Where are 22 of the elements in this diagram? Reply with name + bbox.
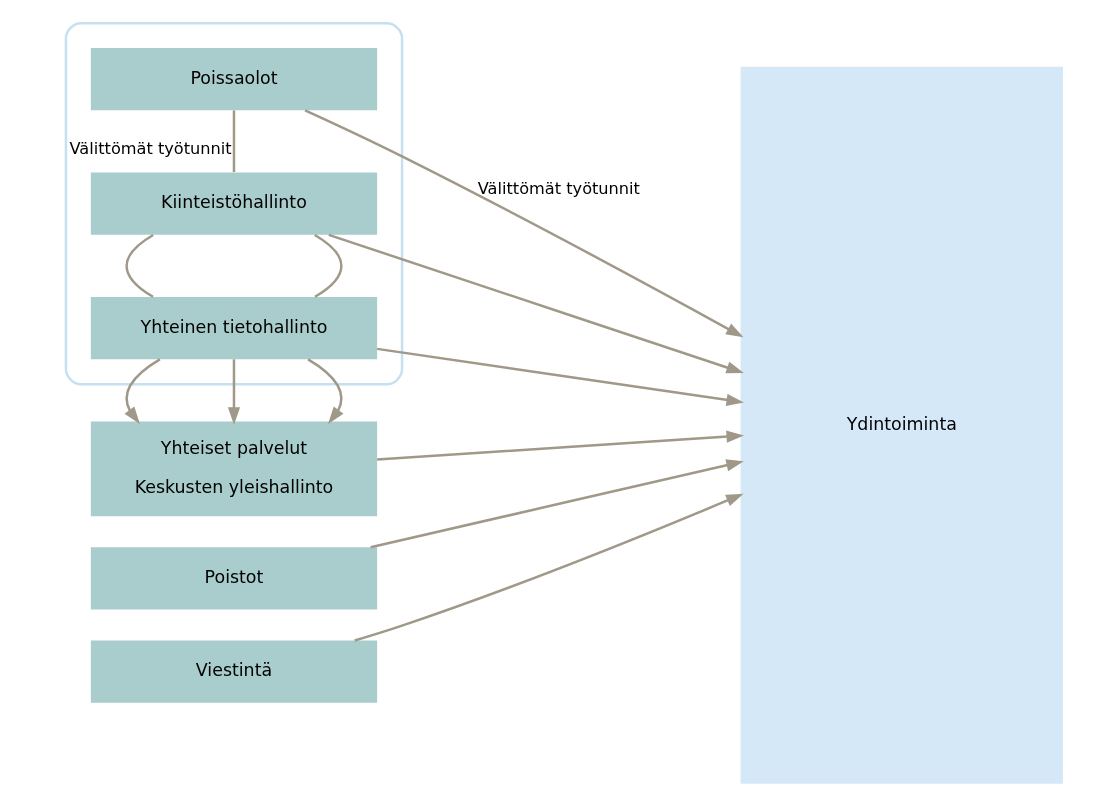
arrow [124,358,161,425]
edge-label: Välittömät työtunnit [69,139,232,159]
arrow [376,347,744,406]
node-box: Viestintä [90,640,378,703]
connector [314,233,343,298]
arrow [227,359,241,425]
node-box: Poistot [90,547,378,610]
edge-label: Välittömät työtunnit [477,179,640,199]
connector [232,110,236,173]
arrow [307,358,344,425]
connector [125,233,154,298]
cluster [64,21,404,386]
arrow [304,109,744,338]
arrow [328,233,744,374]
arrow [370,459,744,549]
node-box: Yhteiset palvelut Keskusten yleishallinto [90,421,378,517]
arrow [354,493,744,642]
node-box: Kiinteistöhallinto [90,172,378,235]
node-box: Yhteinen tietohallinto [90,297,378,360]
node-box: Poissaolot [90,48,378,111]
node-box: Ydintoiminta [740,66,1063,784]
arrow [377,430,744,461]
